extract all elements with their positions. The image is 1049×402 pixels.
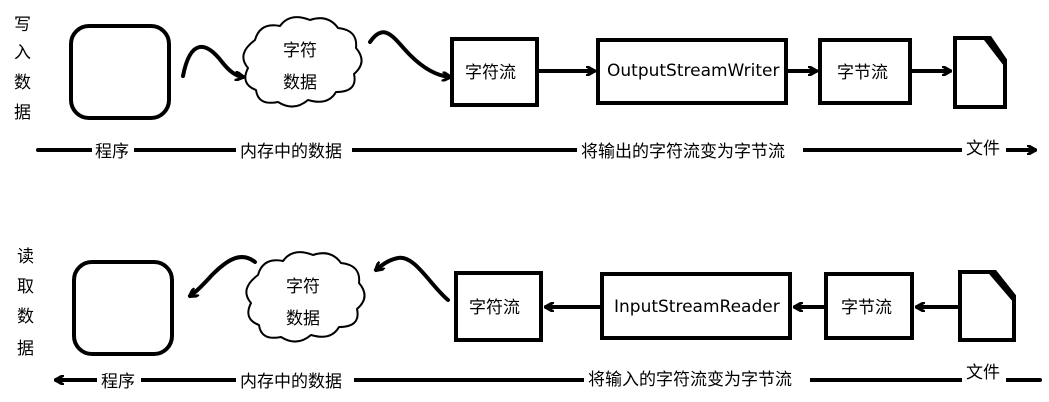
file-label: 文件 xyxy=(966,363,1000,383)
program-box xyxy=(72,260,174,356)
char-stream-label: 字符流 xyxy=(465,63,516,83)
converter-label: OutputStreamWriter xyxy=(607,61,779,81)
side-char: 取 xyxy=(17,277,34,297)
side-char: 入 xyxy=(14,43,31,63)
side-char: 据 xyxy=(14,103,31,123)
cloud-text: 字符 xyxy=(286,277,320,297)
read-section: 读 取 数 据 字符 数据 字符流 InputStreamReader 字节流 … xyxy=(17,247,1042,392)
side-char: 读 xyxy=(17,247,34,267)
byte-stream-box xyxy=(824,272,914,340)
side-char: 数 xyxy=(14,73,31,93)
convert-label: 将输出的字符流变为字节流 xyxy=(581,142,785,162)
side-char: 据 xyxy=(17,339,34,359)
byte-stream-label: 字节流 xyxy=(841,298,892,318)
side-char: 数 xyxy=(17,307,34,327)
char-stream-label: 字符流 xyxy=(469,298,520,318)
byte-stream-label: 字节流 xyxy=(837,63,888,83)
arrow xyxy=(368,30,450,77)
converter-box xyxy=(596,38,788,105)
arrow xyxy=(190,255,257,296)
cloud-icon xyxy=(242,16,363,108)
memory-label: 内存中的数据 xyxy=(240,142,342,162)
file-icon xyxy=(953,36,1007,109)
char-stream-box xyxy=(450,37,539,107)
program-label: 程序 xyxy=(101,372,135,392)
arrow xyxy=(376,255,450,302)
side-char: 写 xyxy=(14,15,31,35)
cloud-text: 字符 xyxy=(283,41,317,61)
byte-stream-box xyxy=(818,38,912,105)
cloud-text: 数据 xyxy=(283,73,317,93)
program-box xyxy=(69,24,171,120)
convert-label: 将输入的字符流变为字节流 xyxy=(588,370,792,390)
write-section: 写 入 数 据 字符 数据 字符流 OutputStreamWriter 字节流… xyxy=(14,15,1037,162)
converter-label: InputStreamReader xyxy=(614,297,780,317)
program-label: 程序 xyxy=(95,142,129,162)
file-label: 文件 xyxy=(966,139,1000,159)
char-stream-box xyxy=(454,271,543,342)
memory-label: 内存中的数据 xyxy=(240,372,342,392)
cloud-icon xyxy=(245,251,366,343)
converter-box xyxy=(600,272,792,340)
cloud-text: 数据 xyxy=(286,309,320,329)
file-icon xyxy=(958,270,1016,342)
arrow xyxy=(181,44,243,77)
